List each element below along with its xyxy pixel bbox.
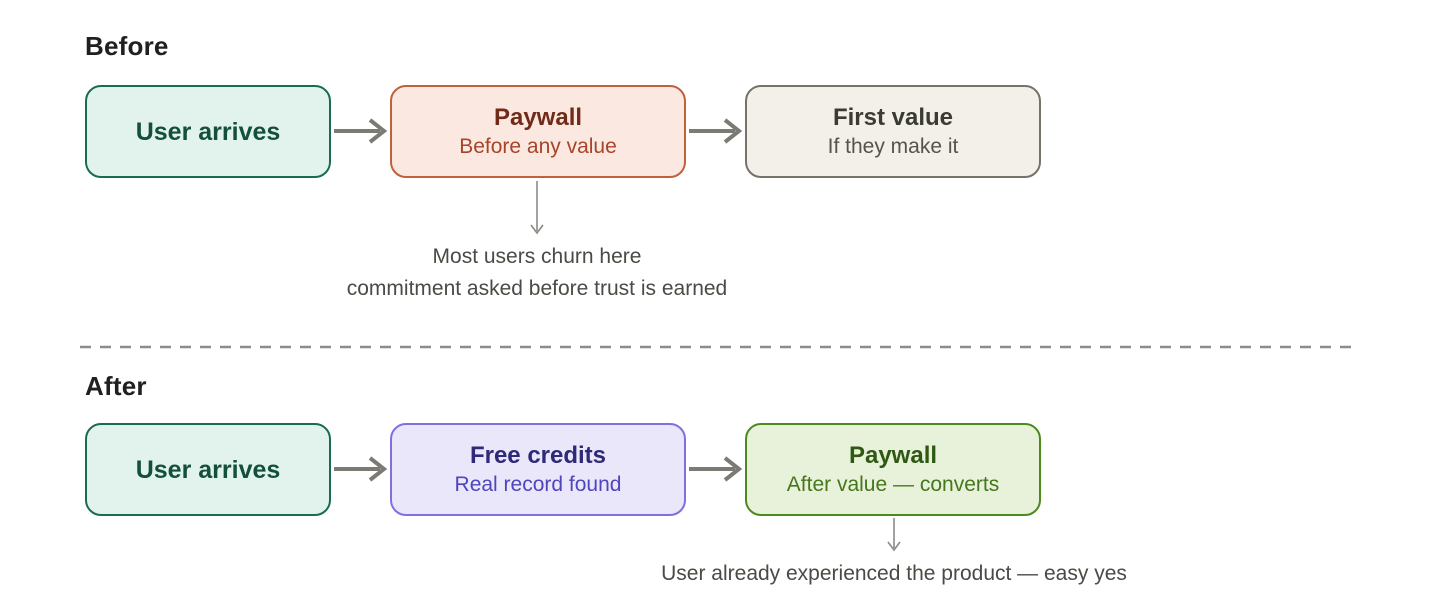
node-title: Paywall bbox=[493, 103, 583, 131]
node-paywall-after: Paywall After value — converts bbox=[745, 423, 1041, 516]
node-paywall-before: Paywall Before any value bbox=[390, 85, 686, 178]
node-title: First value bbox=[832, 103, 954, 131]
node-subtitle: Before any value bbox=[459, 134, 617, 158]
section-label-before: Before bbox=[85, 31, 169, 61]
node-title: Paywall bbox=[848, 441, 938, 469]
node-user-arrives-before: User arrives bbox=[85, 85, 331, 178]
node-subtitle: Real record found bbox=[454, 472, 622, 496]
annotation-line: commitment asked before trust is earned bbox=[346, 277, 728, 300]
annotation-easy-yes: User already experienced the product — e… bbox=[494, 558, 1294, 590]
arrow-down-icon bbox=[887, 518, 901, 552]
node-title: User arrives bbox=[135, 455, 281, 484]
node-user-arrives-after: User arrives bbox=[85, 423, 331, 516]
section-label-after: After bbox=[85, 371, 147, 401]
node-subtitle: After value — converts bbox=[786, 472, 1000, 496]
annotation-line: User already experienced the product — e… bbox=[661, 562, 1127, 585]
node-title: Free credits bbox=[469, 441, 607, 469]
arrow-down-icon bbox=[530, 181, 544, 235]
node-title: User arrives bbox=[135, 117, 281, 146]
node-first-value: First value If they make it bbox=[745, 85, 1041, 178]
annotation-churn: Most users churn here commitment asked b… bbox=[137, 241, 937, 305]
node-subtitle: If they make it bbox=[827, 134, 959, 158]
annotation-line: Most users churn here bbox=[432, 245, 642, 268]
node-free-credits: Free credits Real record found bbox=[390, 423, 686, 516]
